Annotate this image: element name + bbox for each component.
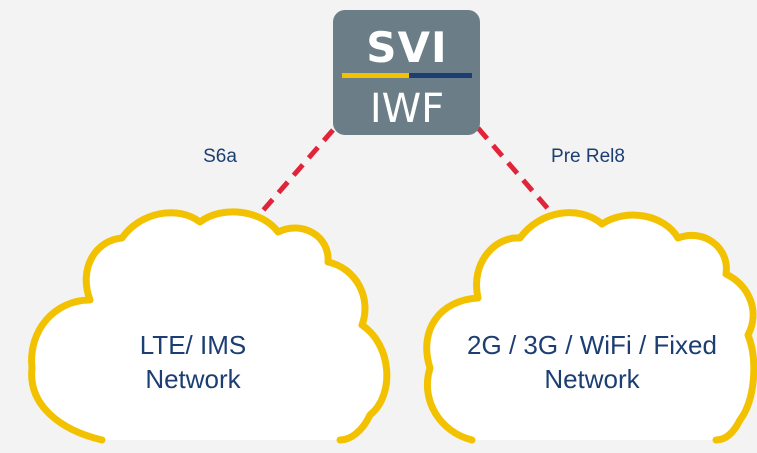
link-label-pre-rel8: Pre Rel8 [551, 146, 625, 167]
connector-links [251, 126, 558, 224]
cloud-2g-3g-wifi-fixed-shape [423, 209, 757, 444]
node-product-label: IWF [370, 86, 444, 132]
cloud-2g-3g-wifi-fixed-line1: 2G / 3G / WiFi / Fixed [467, 330, 717, 360]
iwf-node: SVI IWF [333, 10, 480, 135]
iwf-node-box [333, 10, 480, 135]
cloud-2g-3g-wifi-fixed-line2: Network [544, 364, 640, 394]
link-right-pre-rel8 [476, 126, 558, 220]
cloud-lte-ims: LTE/ IMS Network [28, 208, 391, 444]
brand-stripe-left [342, 73, 409, 78]
cloud-lte-ims-line2: Network [145, 364, 241, 394]
cloud-2g-3g-wifi-fixed: 2G / 3G / WiFi / Fixed Network [423, 209, 757, 444]
link-label-s6a: S6a [203, 146, 237, 167]
cloud-lte-ims-line1: LTE/ IMS [140, 330, 246, 360]
node-brand-label: SVI [366, 23, 447, 72]
link-left-s6a [251, 128, 335, 224]
brand-stripe-right [409, 73, 472, 78]
cloud-lte-ims-shape [28, 208, 391, 444]
